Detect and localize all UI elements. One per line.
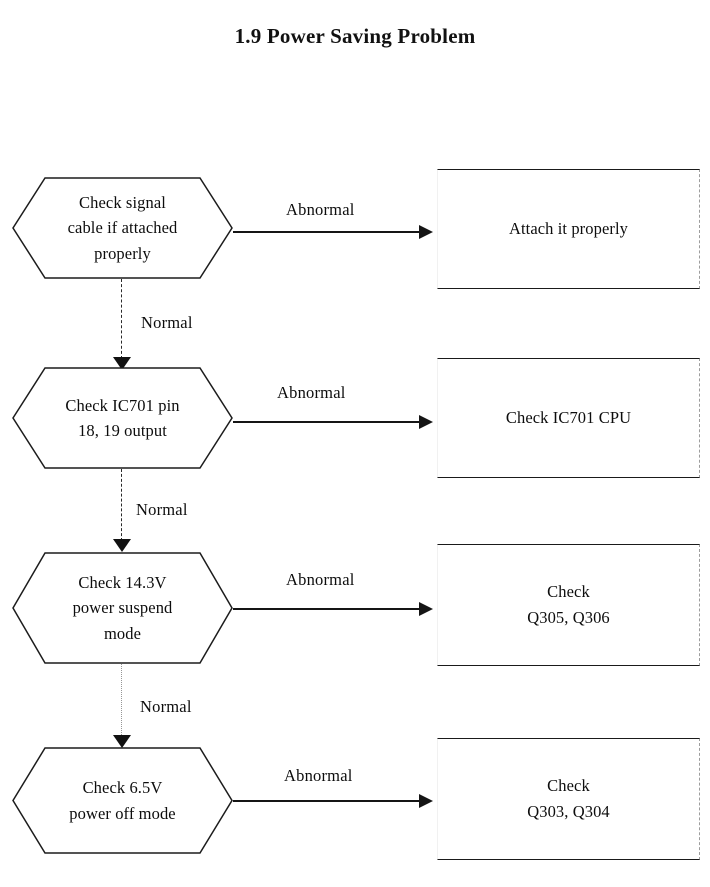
result-box-3-label: Check Q305, Q306 bbox=[527, 582, 610, 627]
abnormal-label-2: Abnormal bbox=[277, 383, 346, 402]
result-box-2-label: Check IC701 CPU bbox=[505, 408, 632, 428]
result-box-2[interactable]: Check IC701 CPU bbox=[437, 358, 700, 478]
normal-label-1: Normal bbox=[141, 313, 193, 332]
decision-node-3-label: Check 14.3V power suspend mode bbox=[72, 573, 173, 643]
result-box-4[interactable]: Check Q303, Q304 bbox=[437, 738, 700, 860]
result-box-1[interactable]: Attach it properly bbox=[437, 169, 700, 289]
result-box-4-label: Check Q303, Q304 bbox=[527, 776, 610, 821]
decision-node-1-label: Check signal cable if attached properly bbox=[67, 193, 178, 263]
decision-node-2[interactable]: Check IC701 pin 18, 19 output bbox=[12, 367, 233, 469]
decision-node-2-label: Check IC701 pin 18, 19 output bbox=[65, 395, 180, 440]
abnormal-arrow-3 bbox=[233, 608, 420, 610]
abnormal-label-3: Abnormal bbox=[286, 570, 355, 589]
normal-connector-3 bbox=[112, 664, 131, 748]
normal-label-2: Normal bbox=[136, 500, 188, 519]
abnormal-label-4: Abnormal bbox=[284, 766, 353, 785]
normal-connector-2 bbox=[112, 469, 131, 552]
abnormal-arrow-2 bbox=[233, 421, 420, 423]
decision-node-1[interactable]: Check signal cable if attached properly bbox=[12, 177, 233, 279]
page-title: 1.9 Power Saving Problem bbox=[234, 24, 476, 48]
hexagon-shape-icon bbox=[12, 177, 233, 279]
hexagon-shape-icon bbox=[12, 552, 233, 664]
abnormal-label-1: Abnormal bbox=[286, 200, 355, 219]
hexagon-shape-icon bbox=[12, 747, 233, 854]
decision-node-4-label: Check 6.5V power off mode bbox=[69, 778, 176, 823]
normal-connector-1 bbox=[112, 279, 131, 370]
hexagon-shape-icon bbox=[12, 367, 233, 469]
result-box-1-label: Attach it properly bbox=[508, 219, 629, 239]
result-box-3[interactable]: Check Q305, Q306 bbox=[437, 544, 700, 666]
decision-node-3[interactable]: Check 14.3V power suspend mode bbox=[12, 552, 233, 664]
abnormal-arrow-1 bbox=[233, 231, 420, 233]
abnormal-arrow-4 bbox=[233, 800, 420, 802]
normal-label-3: Normal bbox=[140, 697, 192, 716]
decision-node-4[interactable]: Check 6.5V power off mode bbox=[12, 747, 233, 854]
